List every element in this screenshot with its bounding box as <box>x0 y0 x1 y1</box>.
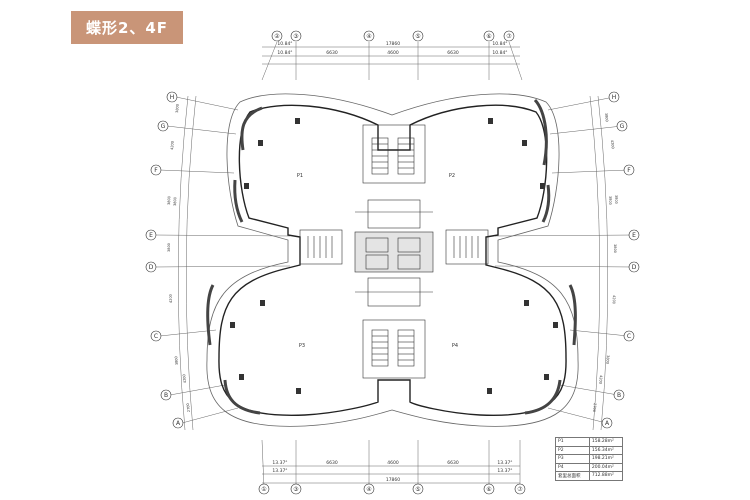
axis-left-F: F <box>154 167 158 174</box>
svg-text:4600: 4600 <box>387 460 399 466</box>
building-outline <box>206 93 579 427</box>
bottom-dimension-text: 13.37° 13.37° 6630 4600 6630 17860 13.37… <box>272 460 512 483</box>
right-axis-bubbles: H G F E D C B A <box>601 91 640 429</box>
room-p3-label: P3 <box>299 343 305 349</box>
axis-bottom-4: ⑤ <box>415 486 420 493</box>
axis-bottom-1: ① <box>261 486 266 493</box>
svg-text:3800: 3800 <box>167 196 171 205</box>
svg-text:13.37°: 13.37° <box>497 468 512 474</box>
axis-top-6: ⑦ <box>506 33 512 40</box>
axis-top-5: ⑥ <box>486 33 491 40</box>
left-axis-bubbles: H G F E D C B A <box>145 91 184 429</box>
svg-text:2700: 2700 <box>186 403 191 412</box>
svg-text:17860: 17860 <box>386 477 400 483</box>
room-p2-label: P2 <box>449 173 455 179</box>
svg-text:3800: 3800 <box>167 243 171 252</box>
svg-text:3800: 3800 <box>175 104 180 113</box>
right-axis-lines <box>494 95 634 431</box>
axis-bottom-6: ⑦ <box>517 486 523 493</box>
axis-right-H: H <box>612 94 617 101</box>
svg-text:3800: 3800 <box>174 356 179 365</box>
curtain-wall-accents <box>206 98 577 415</box>
right-dimension-text: 3800 4200 3800 3800 3800 4200 3800 4200 … <box>592 113 618 412</box>
structural-columns <box>230 118 558 394</box>
svg-text:3800: 3800 <box>613 244 617 253</box>
svg-text:4200: 4200 <box>170 141 175 150</box>
axis-right-B: B <box>617 392 621 399</box>
svg-text:3800: 3800 <box>608 196 612 205</box>
axis-top-4: ⑤ <box>415 33 420 40</box>
svg-text:4200: 4200 <box>598 375 603 384</box>
axis-right-E: E <box>632 232 636 239</box>
bottom-axis-bubbles: ① ③ ④ ⑤ ⑥ ⑦ <box>258 483 526 495</box>
svg-text:6630: 6630 <box>447 50 459 56</box>
svg-text:3800: 3800 <box>173 197 177 206</box>
svg-text:13.37°: 13.37° <box>272 460 287 466</box>
svg-text:10.84°: 10.84° <box>277 41 292 47</box>
axis-left-H: H <box>170 94 175 101</box>
svg-text:4600: 4600 <box>387 50 399 56</box>
axis-left-B: B <box>164 392 168 399</box>
svg-text:10.84°: 10.84° <box>492 50 507 56</box>
axis-right-A: A <box>605 420 610 427</box>
top-dimension-text: 10.84° 10.84° 17860 6630 4600 6630 10.84… <box>277 41 507 56</box>
svg-text:13.37°: 13.37° <box>497 460 512 466</box>
svg-text:17860: 17860 <box>386 41 400 47</box>
axis-left-A: A <box>176 420 181 427</box>
svg-text:6630: 6630 <box>326 50 338 56</box>
axis-bottom-2: ③ <box>293 486 298 493</box>
axis-right-G: G <box>620 123 625 130</box>
axis-top-2: ③ <box>293 33 298 40</box>
axis-left-G: G <box>161 123 166 130</box>
axis-left-C: C <box>154 333 158 340</box>
svg-text:3800: 3800 <box>605 355 610 364</box>
left-axis-lines <box>154 95 291 431</box>
room-p4-label: P4 <box>452 343 458 349</box>
axis-bottom-3: ④ <box>366 486 371 493</box>
svg-text:6630: 6630 <box>447 460 459 466</box>
page-title: 蝶形2、4F <box>71 11 183 44</box>
axis-top-1: ② <box>274 33 280 40</box>
svg-text:4200: 4200 <box>610 140 615 149</box>
svg-text:4200: 4200 <box>612 295 616 304</box>
axis-top-3: ④ <box>366 33 371 40</box>
top-axis-bubbles: ② ③ ④ ⑤ ⑥ ⑦ <box>271 30 515 42</box>
axis-bottom-5: ⑥ <box>486 486 491 493</box>
top-dimension-lines <box>261 41 523 81</box>
svg-text:4200: 4200 <box>182 374 187 383</box>
central-core <box>299 124 489 379</box>
svg-text:2700: 2700 <box>592 403 597 412</box>
svg-text:13.37°: 13.37° <box>272 468 287 474</box>
axis-left-D: D <box>149 264 154 271</box>
bottom-dimension-lines <box>261 439 521 489</box>
axis-right-F: F <box>627 167 631 174</box>
room-p1-label: P1 <box>297 173 303 179</box>
axis-left-E: E <box>149 232 153 239</box>
axis-right-D: D <box>632 264 637 271</box>
left-dimension-text: 3800 4200 3800 3800 3800 4200 3800 4200 … <box>167 104 191 413</box>
svg-text:4200: 4200 <box>169 294 173 303</box>
axis-right-C: C <box>627 333 631 340</box>
svg-text:10.84°: 10.84° <box>277 50 292 56</box>
svg-text:3800: 3800 <box>604 113 609 122</box>
svg-text:10.84°: 10.84° <box>492 41 507 47</box>
svg-text:6630: 6630 <box>326 460 338 466</box>
svg-text:3800: 3800 <box>614 195 618 204</box>
